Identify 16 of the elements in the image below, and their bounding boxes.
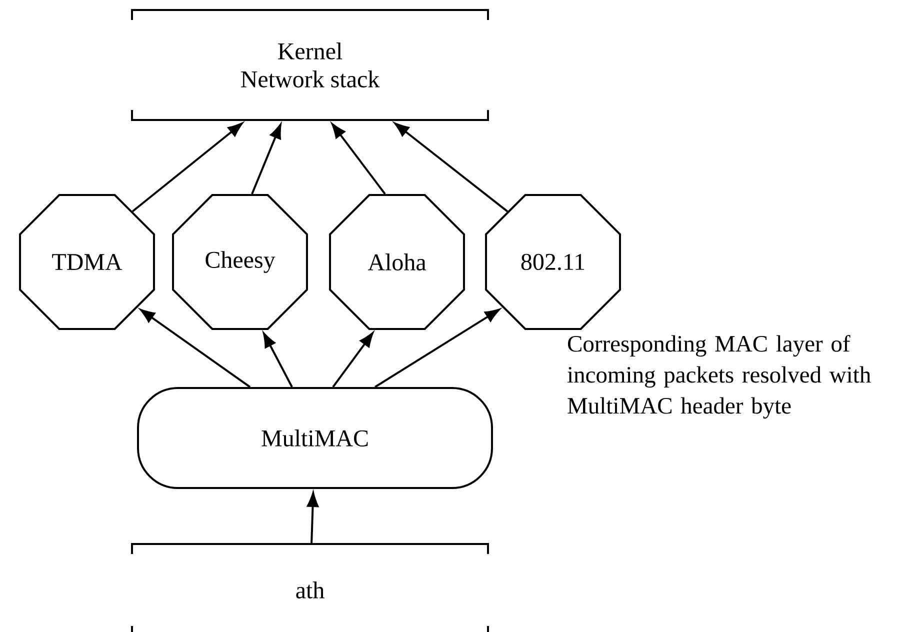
- arrow: [394, 122, 508, 212]
- driver-box: ath: [131, 543, 489, 632]
- octagon-node: Aloha: [329, 194, 465, 330]
- octagon-node: Cheesy: [172, 194, 308, 330]
- arrow: [132, 122, 243, 212]
- kernel-box: Kernel Network stack: [131, 9, 489, 121]
- arrow: [263, 332, 293, 388]
- arrow: [374, 308, 500, 388]
- arrow: [332, 332, 374, 388]
- rounded-box: MultiMAC: [137, 387, 493, 489]
- annotation-text: Corresponding MAC layer of incoming packets resolved with MultiMAC header byte: [568, 335, 871, 419]
- octagon-node: 802.11: [485, 194, 621, 330]
- octagon-node: TDMA: [19, 194, 155, 330]
- arrow: [332, 123, 386, 195]
- arrow: [251, 124, 282, 194]
- arrow: [140, 309, 251, 388]
